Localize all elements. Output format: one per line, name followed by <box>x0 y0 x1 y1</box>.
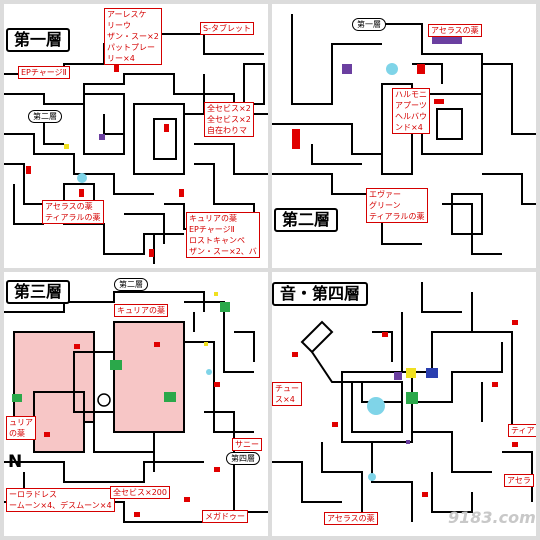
floor-3-map <box>4 291 268 523</box>
watermark: 9183.com <box>448 508 536 527</box>
floor-2-label-2: ハルモニ アプーツ ヘルバウ ンド×4 <box>392 88 430 134</box>
floor-4-label-4: アセラ <box>504 474 534 487</box>
floor-3-title: 第三層 <box>6 280 71 304</box>
floor-4-title: 音・第四層 <box>272 282 369 306</box>
floor-3-label-1: キュリアの薬 <box>114 304 168 317</box>
floor-3-link-floor-2[interactable]: 第二層 <box>114 278 148 291</box>
floor-1-label-3: EPチャージⅡ <box>18 66 70 79</box>
floor-1-label-2: S-タブレット <box>200 22 254 35</box>
floor-1-label-4: 全セビス×2 全セビス×2 自在わりマ <box>204 102 254 137</box>
floor-4-label-3: アセラスの薬 <box>324 512 378 525</box>
floor-2-map <box>272 14 536 255</box>
map-panel-floor-3: 第三層 第二層 キュリアの薬 ュリア の薬 ーロラドレス ームーン×4、デスムー… <box>4 272 268 536</box>
floor-3-label-4: 全セビス×200 <box>110 486 170 499</box>
floor-2-label-3: エヴァー グリーン ティアラルの薬 <box>366 188 428 223</box>
floor-4-label-1: チュー ス×4 <box>272 382 302 406</box>
floor-1-map <box>4 33 268 264</box>
floor-1-label-6: キュリアの薬 EPチャージⅡ ロストキャンペ ザン・スー×2、バ <box>186 212 260 258</box>
floor-4-map <box>272 282 536 522</box>
floor-3-label-6: メガドゥー <box>202 510 248 523</box>
floor-3-label-5: サニー <box>232 438 262 451</box>
floor-1-label-5: アセラスの薬 ティアラルの薬 <box>42 200 104 224</box>
floor-3-extra-mark: N <box>8 452 23 472</box>
floor-1-link-floor-2[interactable]: 第二層 <box>28 110 62 123</box>
floor-3-link-floor-4[interactable]: 第四層 <box>226 452 260 465</box>
floor-4-label-2: ティア <box>508 424 536 437</box>
map-panel-floor-4: 音・第四層 チュー ス×4 ティア アセラスの薬 アセラ 9183.com <box>272 272 536 536</box>
floor-3-label-3: ーロラドレス ームーン×4、デスムーン×4 <box>6 488 115 512</box>
map-panel-floor-2: 第一層 アセラスの薬 ハルモニ アプーツ ヘルバウ ンド×4 エヴァー グリーン… <box>272 4 536 268</box>
floor-1-title: 第一層 <box>6 28 71 52</box>
floor-3-label-2: ュリア の薬 <box>6 416 36 440</box>
floor-1-label-1: アーレスケ リーウ ザン・スー×2 パットプレー リー×4 <box>104 8 162 65</box>
floor-2-title: 第二層 <box>274 208 339 232</box>
floor-2-link-floor-1[interactable]: 第一層 <box>352 18 386 31</box>
map-panel-floor-1: 第一層 アーレスケ リーウ ザン・スー×2 パットプレー リー×4 S-タブレッ… <box>4 4 268 268</box>
floor-2-label-1: アセラスの薬 <box>428 24 482 37</box>
